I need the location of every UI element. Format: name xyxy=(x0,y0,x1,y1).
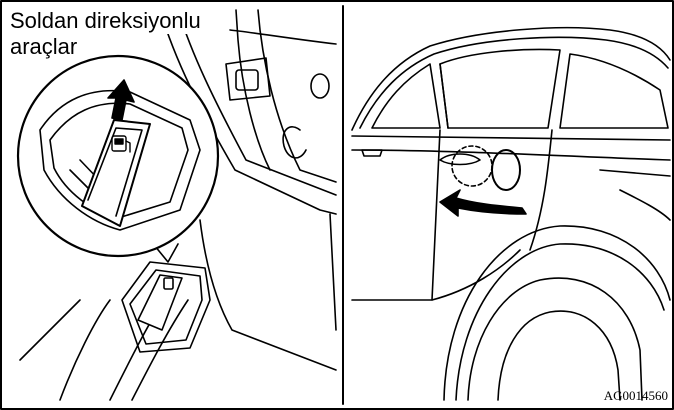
up-arrow-icon xyxy=(107,79,135,121)
left-panel-interior xyxy=(19,9,337,401)
small-fuel-pump-icon xyxy=(163,277,174,290)
fuel-pump-icon xyxy=(111,135,131,153)
left-panel-caption-line2: araçlar xyxy=(8,34,80,60)
magnified-lever-view xyxy=(16,54,220,263)
figure-code: AG0014560 xyxy=(603,388,668,403)
fuel-filler-door xyxy=(491,149,521,191)
left-panel-caption-line1: Soldan direksiyonlu xyxy=(8,8,203,34)
right-panel-car xyxy=(351,26,671,401)
curved-arrow-icon xyxy=(439,189,527,217)
